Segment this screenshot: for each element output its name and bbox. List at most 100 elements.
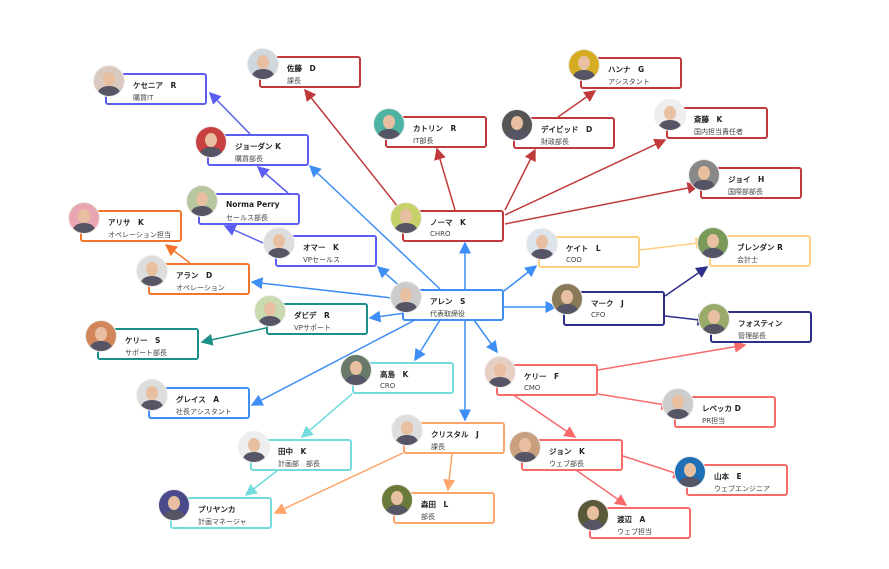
- node-role: 財政部長: [541, 138, 569, 146]
- node-role: セールス部長: [226, 214, 268, 222]
- edge: [504, 182, 700, 225]
- avatar: [568, 49, 600, 81]
- avatar: [263, 227, 295, 259]
- node-faustin[interactable]: フォスティン管理部長: [698, 303, 812, 343]
- node-name: 高島 K: [380, 370, 409, 379]
- node-priyanka[interactable]: プリヤンカ計画マネージャ: [158, 489, 272, 529]
- node-norma-perry[interactable]: Norma Perry セールス部長: [186, 185, 300, 225]
- node-name: ジョイ H: [728, 175, 765, 184]
- node-role: 社長アシスタント: [176, 408, 232, 416]
- avatar: [688, 159, 720, 191]
- edge: [434, 147, 456, 211]
- node-role: ウェブ部長: [549, 460, 584, 468]
- node-name: ブレンダン R: [737, 243, 783, 252]
- edge: [575, 469, 628, 506]
- avatar: [195, 126, 227, 158]
- node-name: ケイト L: [566, 244, 601, 253]
- avatar: [136, 379, 168, 411]
- node-role: 購買部長: [235, 155, 263, 163]
- edge: [208, 91, 251, 135]
- node-name: ジョーダン K: [235, 142, 281, 151]
- node-role: CMO: [524, 384, 541, 392]
- node-name: ハンナ G: [608, 65, 645, 74]
- avatar: [340, 354, 372, 386]
- node-omar[interactable]: オマー K VPセールス: [263, 227, 377, 267]
- node-name: ケセニア R: [133, 81, 177, 90]
- edge: [273, 452, 404, 514]
- avatar: [698, 303, 730, 335]
- edge: [557, 90, 597, 118]
- edge: [244, 469, 279, 496]
- node-name: Norma Perry: [226, 200, 280, 209]
- edge: [503, 265, 538, 292]
- node-name: グレイス A: [176, 395, 220, 404]
- edge: [308, 164, 441, 290]
- avatar: [136, 255, 168, 287]
- node-name: ケリー S: [125, 336, 161, 345]
- node-role: VPセールス: [303, 256, 341, 264]
- node-name: 田中 K: [278, 447, 307, 456]
- node-takashima[interactable]: 高島 K CRO: [340, 354, 454, 394]
- node-tanaka[interactable]: 田中 K 計画部 部長: [238, 431, 352, 471]
- node-grace[interactable]: グレイス A 社長アシスタント: [136, 379, 250, 419]
- node-name: 渡辺 A: [617, 515, 646, 524]
- node-role: CRO: [380, 382, 396, 390]
- node-name: 佐藤 D: [287, 64, 316, 73]
- node-kate[interactable]: ケイト L COO: [526, 228, 640, 268]
- node-name: オマー K: [303, 243, 339, 252]
- node-name: 山本 E: [714, 472, 742, 481]
- edge: [504, 139, 667, 216]
- node-role: 国際部部長: [728, 188, 763, 196]
- node-name: ノーマ K: [430, 218, 466, 227]
- edge: [200, 327, 267, 346]
- node-role: COO: [566, 256, 582, 264]
- edge: [300, 393, 353, 438]
- node-role: 計画部 部長: [278, 460, 320, 468]
- avatar: [158, 489, 190, 521]
- avatar: [526, 228, 558, 260]
- edge: [664, 266, 709, 297]
- node-name: カトリン R: [413, 124, 457, 133]
- node-name: レベッカ D: [702, 404, 741, 413]
- node-role: ウェブ担当: [617, 528, 652, 536]
- avatar: [186, 185, 218, 217]
- node-watanabe[interactable]: 渡辺 A ウェブ担当: [577, 499, 691, 539]
- edge: [639, 237, 708, 251]
- node-joy[interactable]: ジョイ H 国際部部長: [688, 159, 802, 199]
- node-role: CHRO: [430, 230, 451, 238]
- node-jordan[interactable]: ジョーダン K 購買部長: [195, 126, 309, 166]
- edge: [414, 319, 441, 362]
- node-name: アラン D: [176, 271, 213, 280]
- edge: [250, 319, 416, 406]
- avatar: [501, 109, 533, 141]
- edge: [164, 244, 191, 264]
- node-norma[interactable]: ノーマ K CHRO: [390, 202, 504, 242]
- avatar: [697, 227, 729, 259]
- edge: [473, 319, 498, 354]
- node-name: 森田 L: [421, 500, 449, 509]
- edge: [256, 166, 289, 194]
- edge: [368, 310, 406, 323]
- avatar: [509, 431, 541, 463]
- node-role: 計画マネージャ: [198, 518, 247, 526]
